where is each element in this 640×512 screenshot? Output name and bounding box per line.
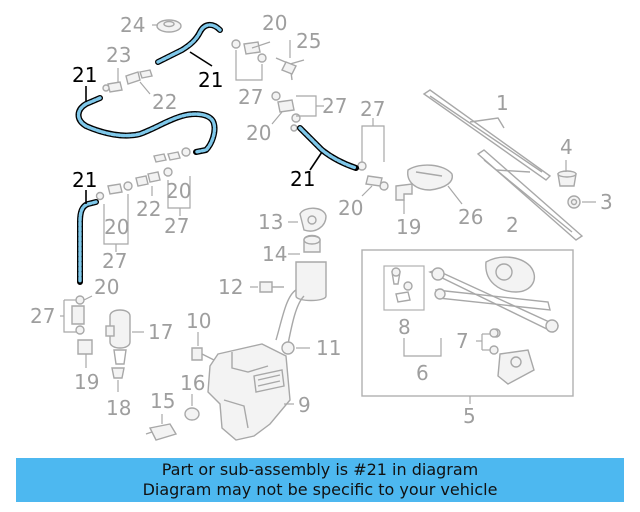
wiper-linkage-assembly-box [361, 249, 574, 397]
callout-12: 12 [218, 275, 243, 299]
callout-8: 8 [398, 315, 411, 339]
sub-assembly-8-box [383, 265, 425, 311]
callout-26: 26 [458, 205, 483, 229]
upper-fittings [231, 39, 324, 132]
callout-27-d: 27 [102, 249, 127, 273]
filler-pipe [275, 289, 305, 345]
part-14-filler-neck [288, 234, 327, 302]
callout-22-a: 22 [152, 90, 177, 114]
left-middle-fittings [95, 167, 191, 252]
callout-25: 25 [296, 29, 321, 53]
callout-20-d: 20 [104, 215, 129, 239]
banner-line-disclaimer: Diagram may not be specific to your vehi… [142, 480, 498, 499]
callout-21-c: 21 [72, 168, 97, 192]
callout-27-a: 27 [238, 85, 263, 109]
part-3-nut [567, 195, 581, 209]
callout-16: 16 [180, 371, 205, 395]
callout-27-c: 27 [360, 97, 385, 121]
callout-14: 14 [262, 242, 287, 266]
wiper-blade-1 [422, 89, 552, 181]
callout-20-a: 20 [262, 11, 287, 35]
part-16-grommet [184, 394, 200, 421]
callout-7: 7 [456, 329, 469, 353]
callout-20-b: 20 [246, 121, 271, 145]
part-10-bolt [191, 332, 215, 361]
part-9-washer-reservoir [207, 343, 294, 441]
part-15-pump [145, 414, 178, 441]
callout-23: 23 [106, 43, 131, 67]
part-7-nuts [476, 328, 499, 355]
callout-10: 10 [186, 309, 211, 333]
callout-13: 13 [258, 210, 283, 234]
hose-21-right [297, 125, 359, 171]
callout-24: 24 [120, 13, 145, 37]
left-lower-fittings [60, 295, 144, 392]
callout-15: 15 [150, 389, 175, 413]
callout-21-a: 21 [198, 68, 223, 92]
callout-1: 1 [496, 91, 509, 115]
hose-21-left-long [75, 95, 218, 155]
part-24-cap [152, 19, 182, 33]
hose-21-upper-center [155, 22, 223, 65]
part-13-bracket [288, 207, 327, 232]
part-26-nozzle [407, 164, 463, 205]
part-19-elbow-upper [395, 183, 413, 214]
callout-22-b: 22 [136, 197, 161, 221]
part-8-hardware [391, 267, 413, 303]
callout-20-c: 20 [338, 196, 363, 220]
callout-27-b: 27 [322, 94, 347, 118]
callout-11: 11 [316, 336, 341, 360]
bracket-27-right [357, 118, 389, 197]
part-12-bolt [250, 281, 284, 293]
callout-27-f: 27 [30, 304, 55, 328]
part-11-nut [281, 341, 310, 355]
callout-21-d: 21 [290, 167, 315, 191]
callout-20-e: 20 [166, 179, 191, 203]
callout-19-upper: 19 [396, 215, 421, 239]
wiper-linkage [428, 256, 560, 385]
callout-6: 6 [416, 361, 429, 385]
callout-9: 9 [298, 393, 311, 417]
callout-20-f: 20 [94, 275, 119, 299]
callout-3: 3 [600, 190, 613, 214]
wiper-arm-2 [476, 149, 584, 241]
callout-2: 2 [506, 213, 519, 237]
callout-4: 4 [560, 135, 573, 159]
banner-line-part: Part or sub-assembly is #21 in diagram [161, 460, 479, 479]
callout-19-lower: 19 [74, 370, 99, 394]
callout-5: 5 [463, 404, 476, 428]
left-upper-fittings [102, 68, 191, 163]
part-4-cap [557, 170, 577, 187]
hose-21-left-vertical [77, 199, 99, 285]
callout-17: 17 [148, 320, 173, 344]
callout-27-e: 27 [164, 214, 189, 238]
part-info-banner: Part or sub-assembly is #21 in diagram D… [16, 458, 624, 502]
callout-18: 18 [106, 396, 131, 420]
callout-21-b: 21 [72, 63, 97, 87]
